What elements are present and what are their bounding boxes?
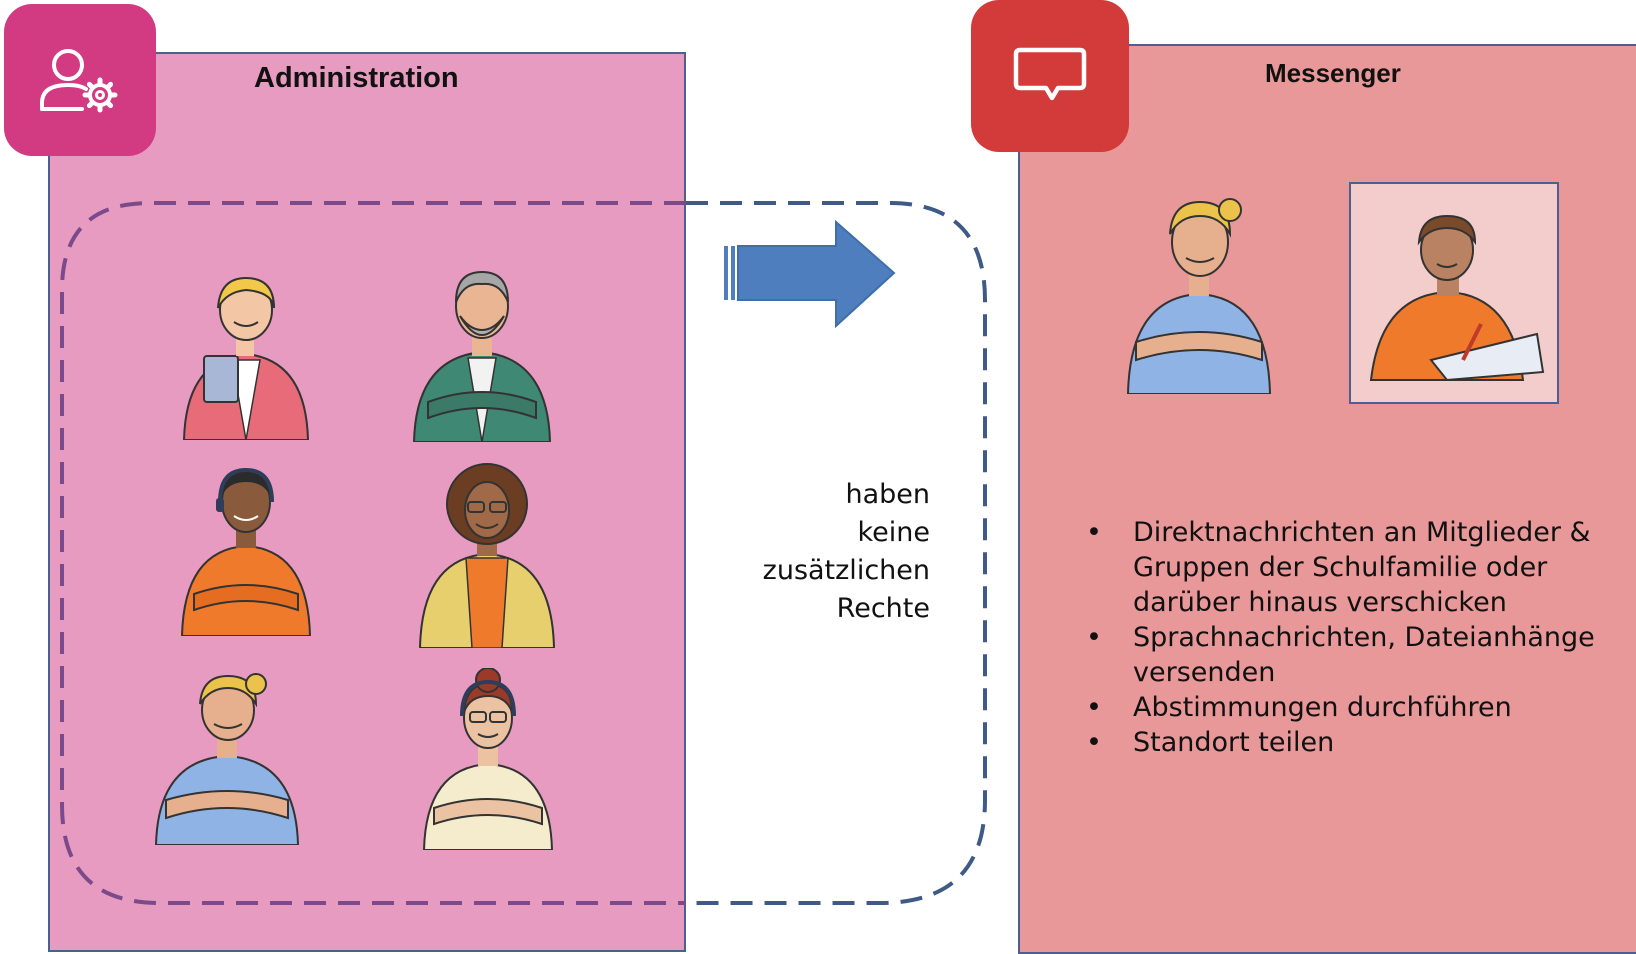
feature-list-item: • Standort teilen: [1078, 725, 1598, 760]
bullet-icon: •: [1086, 517, 1102, 548]
messenger-person-woman-arms-crossed-illustration: [1126, 198, 1272, 394]
no-extra-rights-note: haben keine zusätzlichen Rechte: [700, 476, 930, 628]
dashed-frame-admin-segment: [60, 201, 686, 905]
user-gear-icon: [40, 49, 118, 113]
bullet-icon: •: [1086, 727, 1102, 758]
note-line: keine: [857, 517, 930, 548]
student-picture-card: [1349, 182, 1559, 404]
right-arrow-icon: [724, 220, 896, 329]
admin-person-woman-arms-crossed-illustration: [154, 673, 300, 845]
note-line: Rechte: [836, 593, 930, 624]
messenger-feature-list: • Direktnachrichten an Mitglieder & Grupp…: [1078, 515, 1598, 760]
feature-list-item: • Sprachnachrichten, Dateianhänge versend…: [1078, 620, 1598, 690]
feature-text: Abstimmungen durchführen: [1133, 692, 1512, 723]
admin-person-woman-tablet-illustration: [182, 276, 310, 440]
admin-person-woman-curly-headset-illustration: [418, 463, 556, 648]
admin-person-woman-glasses-headset-illustration: [422, 668, 554, 850]
administration-title: Administration: [254, 62, 459, 94]
feature-text: Direktnachrichten an Mitglieder & Gruppe…: [1133, 517, 1591, 618]
messenger-title: Messenger: [1265, 58, 1401, 88]
feature-text: Sprachnachrichten, Dateianhänge versende…: [1133, 622, 1595, 688]
bullet-icon: •: [1086, 692, 1102, 723]
speech-bubble-icon: [1013, 47, 1087, 101]
admin-person-man-headset-illustration: [180, 467, 312, 636]
messenger-app-tile[interactable]: [971, 0, 1129, 152]
admin-person-bearded-man-illustration: [412, 270, 552, 442]
note-line: haben: [845, 479, 930, 510]
feature-list-item: • Direktnachrichten an Mitglieder & Grupp…: [1078, 515, 1598, 620]
student-writing-illustration: [1369, 214, 1545, 382]
note-line: zusätzlichen: [762, 555, 930, 586]
bullet-icon: •: [1086, 622, 1102, 653]
feature-list-item: • Abstimmungen durchführen: [1078, 690, 1598, 725]
dashed-frame-outer-segment: [686, 201, 987, 905]
feature-text: Standort teilen: [1133, 727, 1335, 758]
administration-app-tile[interactable]: [4, 4, 156, 156]
